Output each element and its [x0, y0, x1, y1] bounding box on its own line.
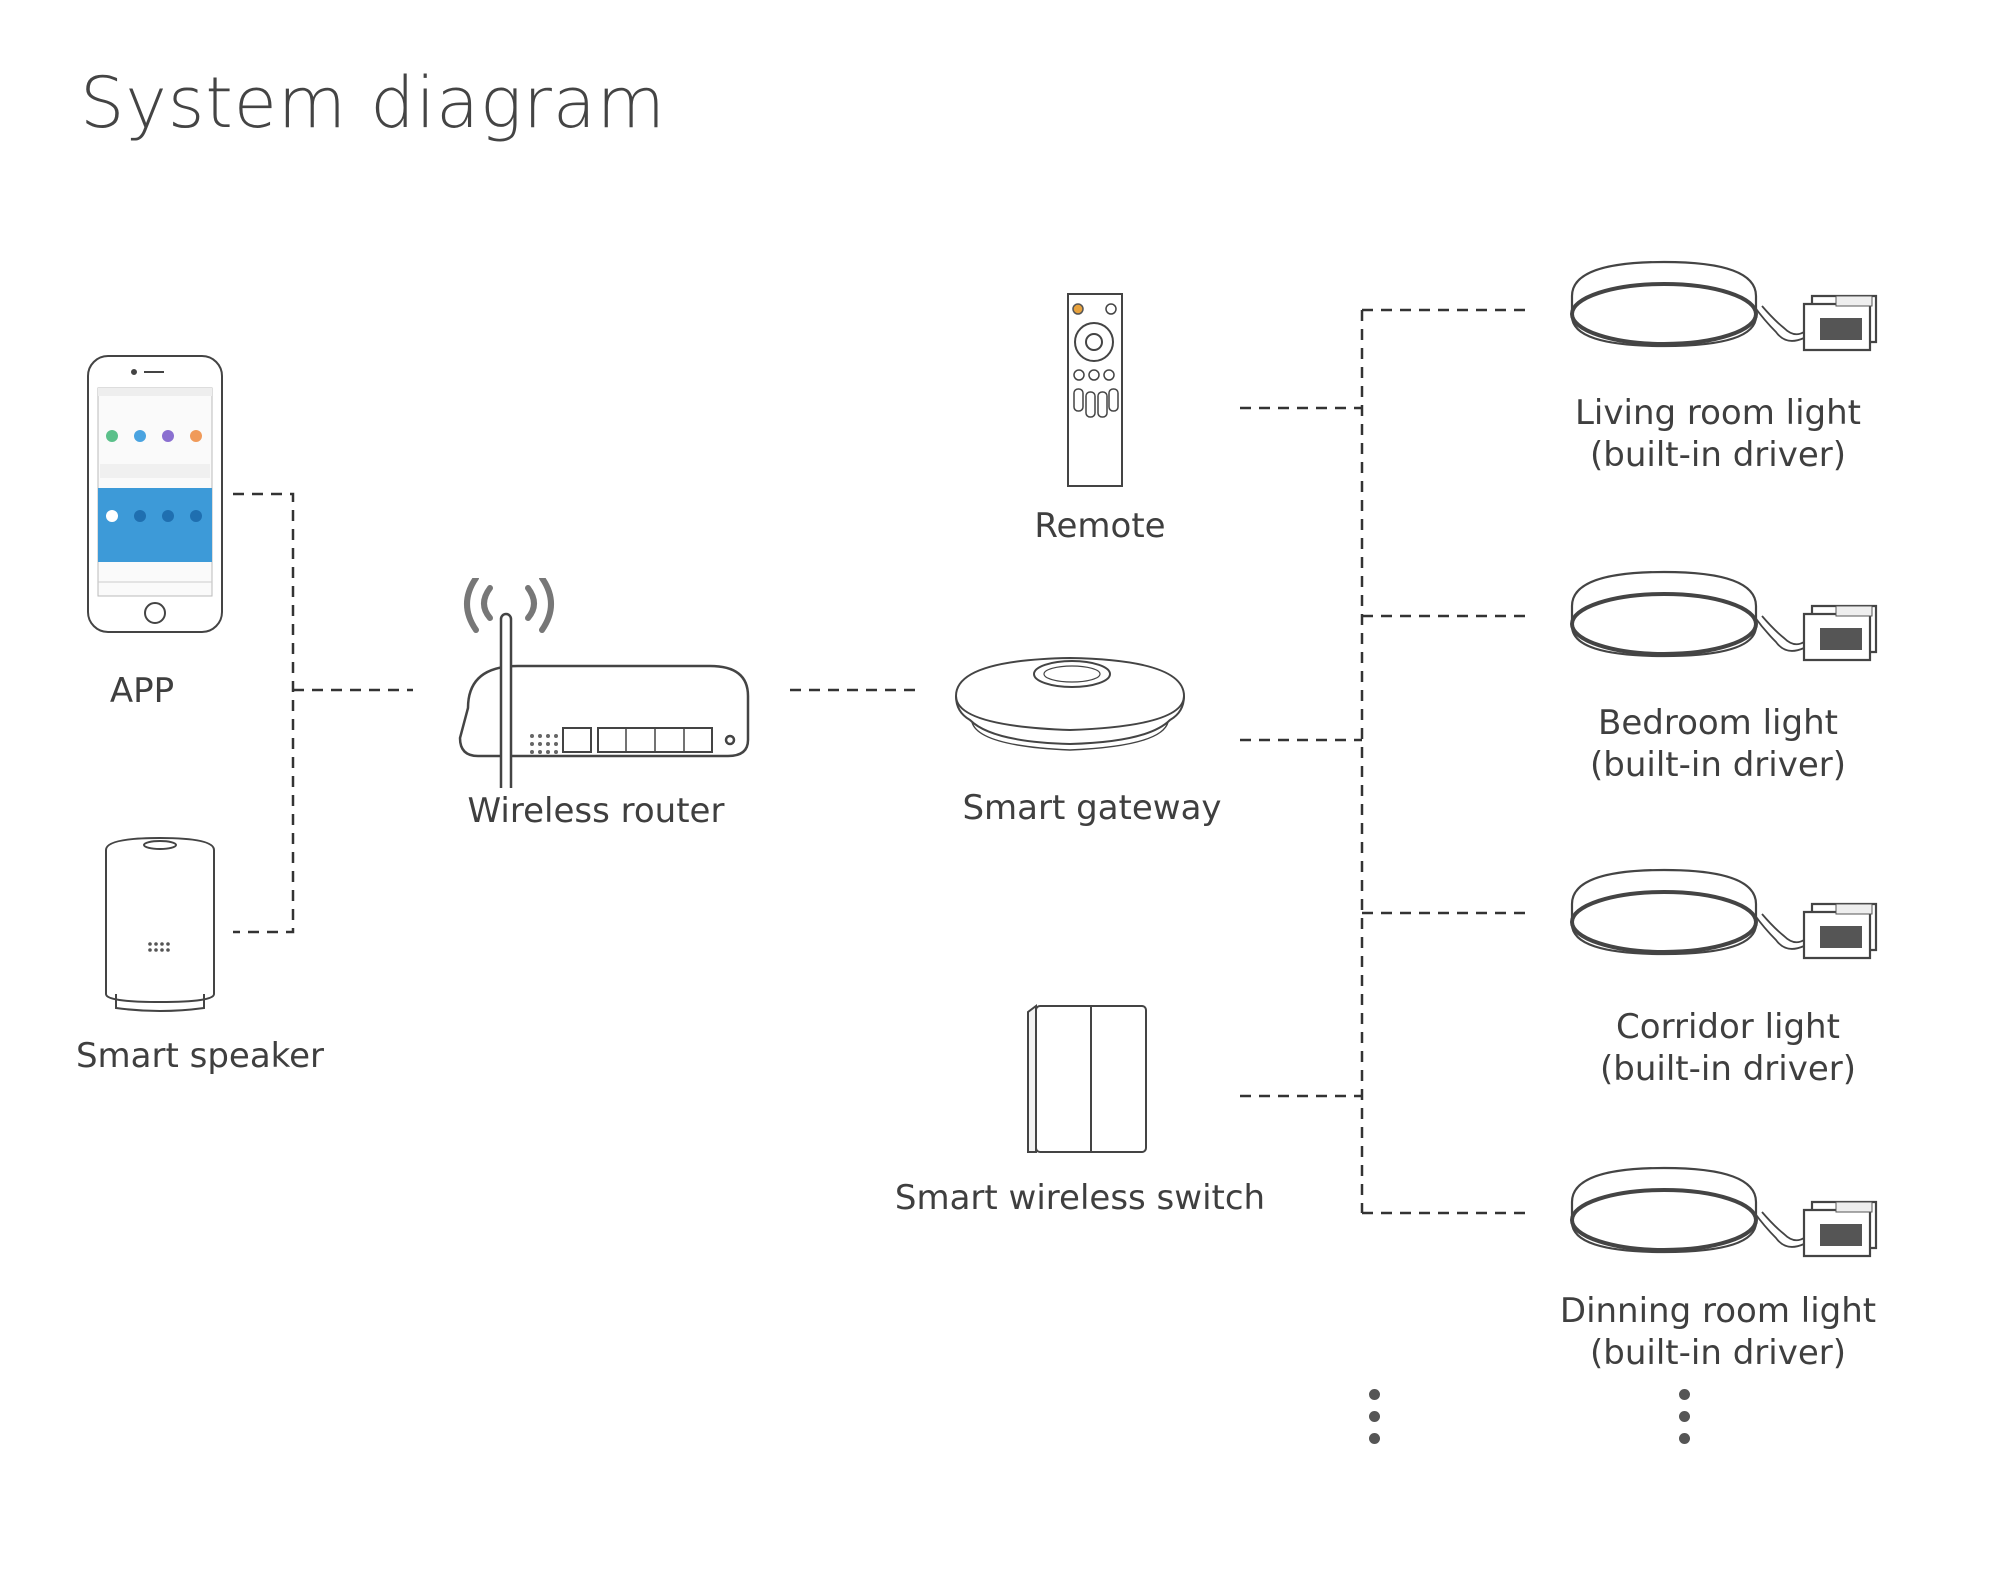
light-name-3: Corridor light [1616, 1007, 1840, 1047]
speaker-label: Smart speaker [75, 1036, 325, 1076]
remote-icon [1067, 293, 1123, 487]
router-icon [458, 578, 750, 788]
phone-icon [87, 355, 223, 633]
light-label-3: Corridor light (built-in driver) [1600, 1006, 1856, 1090]
light-label-2: Bedroom light (built-in driver) [1590, 702, 1846, 786]
light-label-4: Dinning room light (built-in driver) [1560, 1290, 1876, 1374]
switch-icon [1027, 1004, 1147, 1153]
light-note-2: (built-in driver) [1590, 745, 1846, 785]
ceiling-light-icon-4 [1570, 1166, 1878, 1258]
light-label-1: Living room light (built-in driver) [1575, 392, 1861, 476]
gateway-label: Smart gateway [962, 788, 1222, 828]
page-title: System diagram [80, 62, 666, 144]
remote-label: Remote [1034, 506, 1166, 546]
bus-continuation-ellipsis [1369, 1389, 1381, 1455]
light-name-4: Dinning room light [1559, 1291, 1877, 1331]
ceiling-light-icon-2 [1570, 570, 1878, 662]
light-note-1: (built-in driver) [1590, 435, 1846, 475]
app-label: APP [109, 671, 175, 711]
light-note-4: (built-in driver) [1590, 1333, 1846, 1373]
app-link-line [233, 492, 295, 934]
light-name-2: Bedroom light [1598, 703, 1838, 743]
router-label: Wireless router [467, 791, 725, 831]
ceiling-light-icon-1 [1570, 260, 1878, 352]
speaker-icon [105, 836, 215, 1012]
light-note-3: (built-in driver) [1600, 1049, 1856, 1089]
gateway-icon [954, 656, 1186, 751]
switch-label: Smart wireless switch [894, 1178, 1266, 1218]
light-name-1: Living room light [1574, 393, 1862, 433]
ceiling-light-icon-3 [1570, 868, 1878, 960]
lights-continuation-ellipsis [1679, 1389, 1691, 1455]
